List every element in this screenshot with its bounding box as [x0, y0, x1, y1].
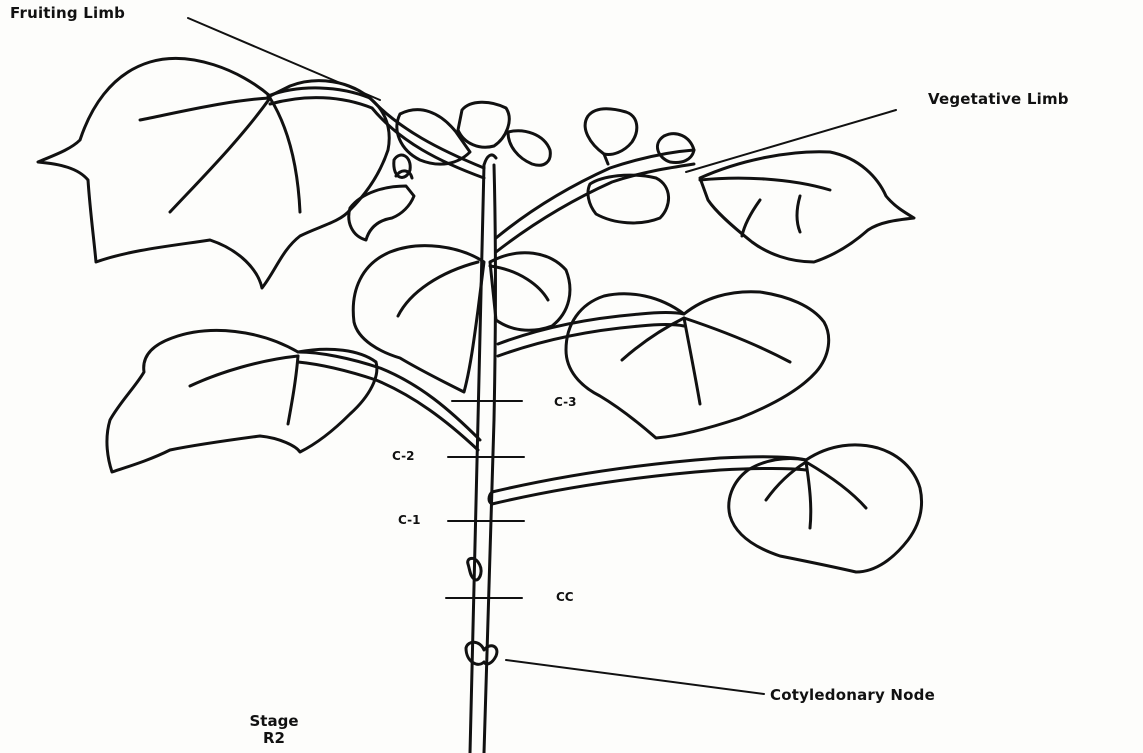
leaf-lower-right: [729, 445, 922, 572]
leaf-small-fruiting: [349, 186, 414, 240]
leaf-vegetative-large-veins: [700, 178, 830, 236]
stage-caption: Stage R2: [244, 714, 304, 748]
leaf-right-mid: [566, 292, 829, 438]
leaf-top-cluster-c: [508, 131, 550, 165]
stage-label: Stage: [244, 714, 304, 729]
leaf-upper-left-veins: [140, 98, 300, 212]
vegetative-limb-branch: [496, 134, 694, 252]
leaf-upper-left: [38, 58, 389, 288]
fruiting-limb-branch: [268, 88, 484, 178]
leaf-mid-right-center-vein: [490, 266, 548, 300]
leaf-mid-left-center-vein: [398, 262, 478, 316]
leaf-vegetative-small: [588, 175, 669, 223]
label-c2: C-2: [392, 450, 414, 462]
leaf-vegetative-large: [700, 152, 914, 262]
leaf-top-cluster-b: [458, 102, 509, 147]
label-cotyledonary-node: Cotyledonary Node: [770, 688, 935, 703]
leaf-left-mid-veins: [190, 356, 298, 424]
leaf-mid-right-center: [490, 253, 570, 331]
leaf-top-right-small: [585, 109, 637, 155]
label-vegetative-limb: Vegetative Limb: [928, 92, 1069, 107]
leaf-lower-right-veins: [766, 462, 866, 528]
label-fruiting-limb: Fruiting Limb: [10, 6, 125, 21]
label-c1: C-1: [398, 514, 420, 526]
stage-value: R2: [244, 731, 304, 746]
cotyledonary-node-knot: [466, 642, 497, 664]
label-c3: C-3: [554, 396, 576, 408]
leaf-left-mid: [107, 330, 377, 472]
leaf-right-mid-veins: [622, 318, 790, 404]
label-cc: CC: [556, 591, 574, 603]
